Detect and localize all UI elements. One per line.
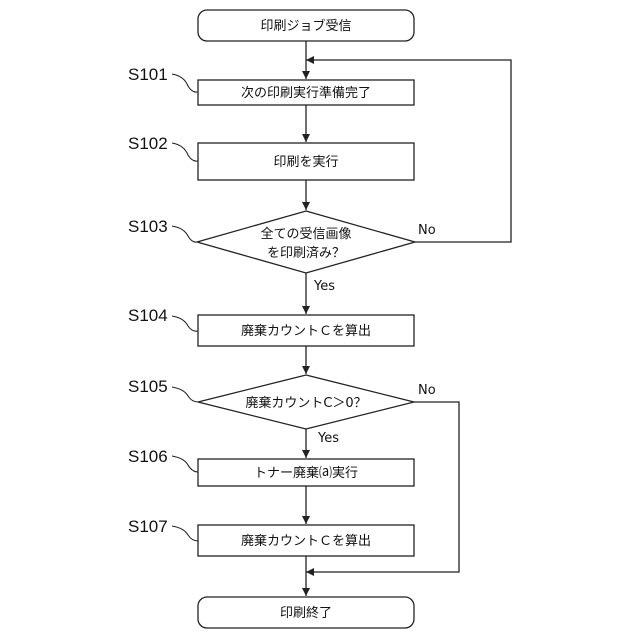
s105-decision: 廃棄カウントC＞0？ — [198, 375, 414, 429]
s107-process: 廃棄カウントＣを算出 — [198, 525, 414, 556]
s107-label: 廃棄カウントＣを算出 — [241, 533, 371, 549]
step-label-s107: S107 — [128, 517, 168, 536]
start-terminal-label: 印刷ジョブ受信 — [260, 18, 351, 34]
step-label-s101: S101 — [128, 65, 168, 84]
s105-no-label: No — [418, 383, 436, 398]
s106-process: トナー廃棄⒜実行 — [198, 459, 414, 486]
s104-process: 廃棄カウントＣを算出 — [198, 315, 414, 346]
end-terminal-label: 印刷終了 — [280, 605, 332, 621]
s104-label: 廃棄カウントＣを算出 — [241, 323, 371, 339]
start-terminal: 印刷ジョブ受信 — [198, 10, 414, 41]
step-label-s104: S104 — [128, 306, 168, 325]
s105-yes-label: Yes — [317, 431, 339, 446]
leader-s105 — [172, 387, 198, 402]
leader-s102 — [172, 143, 198, 161]
leader-s103 — [172, 226, 197, 242]
s103-label-line2: を印刷済み？ — [267, 245, 345, 261]
s103-decision: 全ての受信画像 を印刷済み？ — [197, 211, 415, 273]
s102-label: 印刷を実行 — [273, 154, 338, 170]
step-label-s106: S106 — [128, 447, 168, 466]
step-label-s103: S103 — [128, 217, 168, 236]
step-label-s102: S102 — [128, 134, 168, 153]
step-label-s105: S105 — [128, 377, 168, 396]
s105-label: 廃棄カウントC＞0？ — [245, 395, 366, 411]
s102-process: 印刷を実行 — [198, 143, 414, 180]
s103-yes-label: Yes — [313, 279, 335, 294]
s103-label-line1: 全ての受信画像 — [260, 226, 351, 242]
leader-s106 — [172, 456, 198, 472]
s106-label: トナー廃棄⒜実行 — [254, 465, 358, 481]
end-terminal: 印刷終了 — [198, 597, 414, 628]
leader-s104 — [172, 316, 198, 331]
s103-no-label: No — [418, 223, 436, 238]
leader-s107 — [172, 526, 198, 541]
leader-s101 — [172, 74, 198, 92]
s101-label: 次の印刷実行準備完了 — [241, 85, 371, 101]
s103-diamond — [197, 211, 415, 273]
s101-process: 次の印刷実行準備完了 — [198, 80, 414, 105]
